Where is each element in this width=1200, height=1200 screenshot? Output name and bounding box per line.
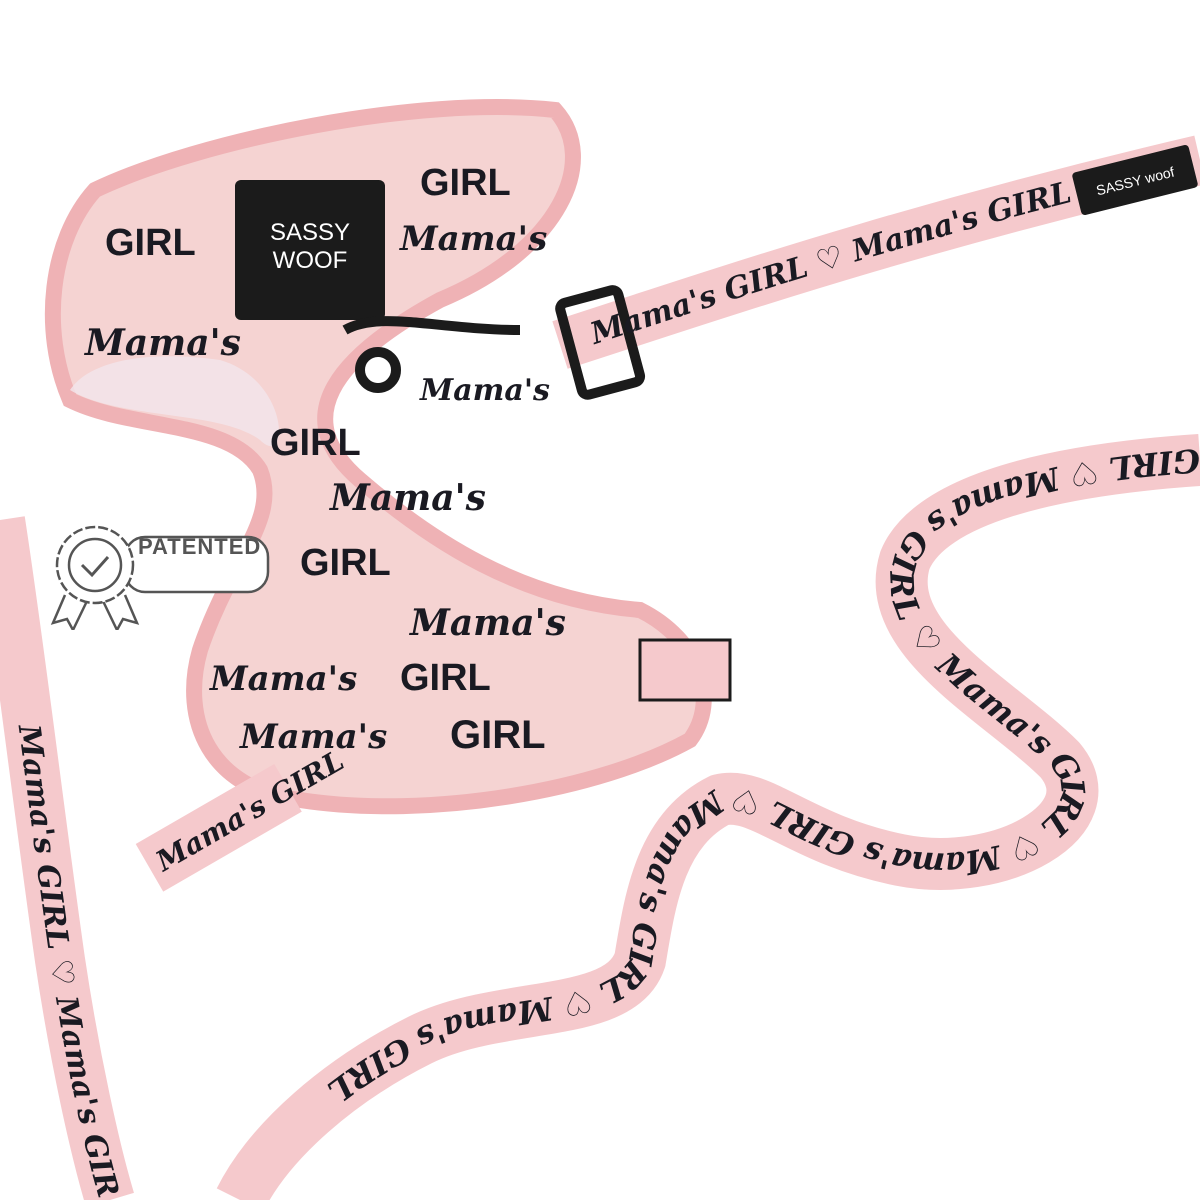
svg-text:Mama's: Mama's	[419, 373, 550, 408]
svg-text:GIRL: GIRL	[400, 657, 491, 699]
svg-text:GIRL: GIRL	[105, 222, 196, 264]
award-ribbon-check-icon	[50, 525, 270, 630]
svg-text:Mama's GIRL ♡ Mama's GIRL: Mama's GIRL ♡ Mama's GIRL	[585, 175, 1075, 352]
patented-badge-label: PATENTED	[138, 534, 262, 559]
svg-text:Mama's: Mama's	[83, 322, 241, 364]
svg-text:Mama's: Mama's	[209, 659, 357, 699]
svg-text:Mama's: Mama's	[399, 219, 547, 259]
leash-logo-tag: SASSY woof	[1072, 144, 1198, 216]
svg-text:GIRL: GIRL	[270, 422, 361, 464]
svg-text:WOOF: WOOF	[273, 247, 348, 274]
svg-text:Mama's: Mama's	[239, 717, 387, 757]
harness: SASSY WOOF GIRL GIRL GIRL GIRL GIRL GIRL…	[44, 99, 732, 892]
svg-text:SASSY: SASSY	[270, 219, 350, 246]
svg-text:GIRL: GIRL	[450, 713, 546, 757]
svg-text:GIRL: GIRL	[300, 542, 391, 584]
svg-text:Mama's: Mama's	[408, 602, 566, 644]
leash-clip	[342, 285, 646, 400]
svg-text:GIRL: GIRL	[420, 162, 511, 204]
harness-logo-patch: SASSY WOOF	[235, 180, 385, 320]
svg-text:Mama's: Mama's	[328, 477, 486, 519]
